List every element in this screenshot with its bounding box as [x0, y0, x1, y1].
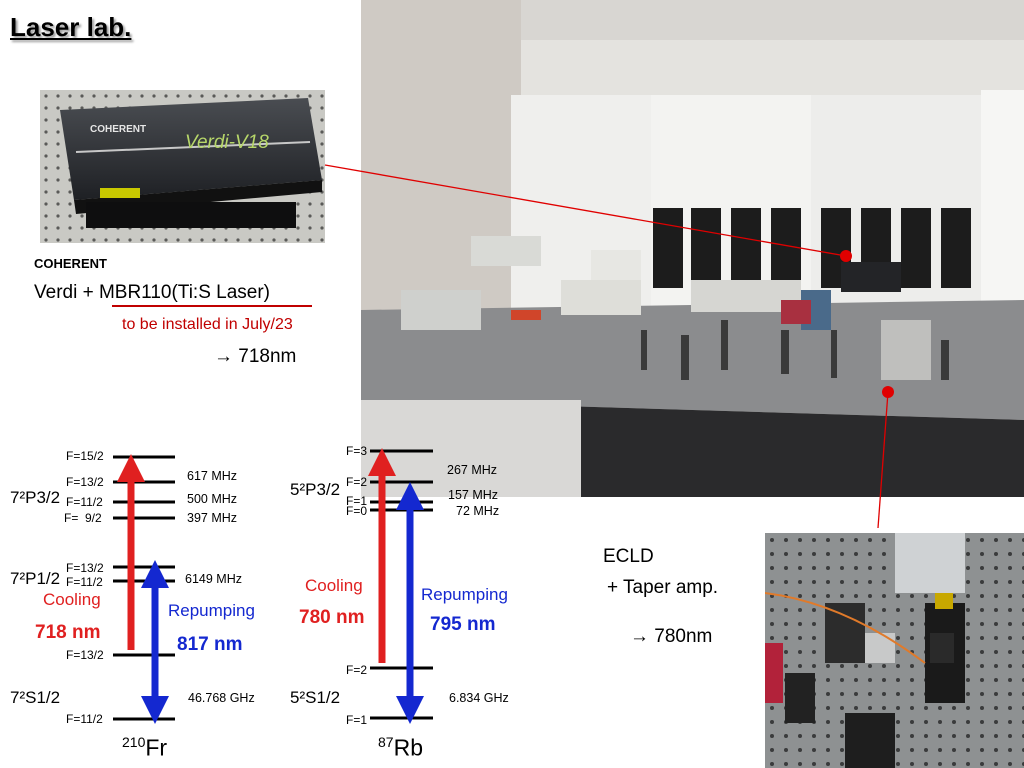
rb-level-label: F=2	[346, 475, 368, 489]
fr-state-p32: 7²P3/2	[10, 488, 61, 507]
laser-wavelength: → 718nm	[214, 346, 297, 367]
fr-level-label: F=13/2	[66, 648, 104, 662]
rb-splitting-label: 6.834 GHz	[449, 691, 509, 705]
ecld-photo	[765, 533, 1024, 768]
rb-level-label: F=2	[346, 663, 368, 677]
rb-mass-number: 87	[378, 734, 394, 750]
fr-state-s12: 7²S1/2	[10, 688, 61, 707]
rb-level-label: F=1	[346, 494, 368, 508]
rb-level-label: F=1	[346, 713, 368, 727]
fr-splitting-label: 397 MHz	[187, 511, 238, 525]
install-note: to be installed in July/23	[122, 316, 293, 333]
rb-level-label: F=0	[346, 504, 368, 518]
fr-level-label: F=11/2	[66, 575, 103, 589]
laser-system-label: Verdi + MBR110(Ti:S Laser)	[34, 282, 271, 303]
rb-cooling-wavelength: 780 nm	[299, 607, 365, 628]
verdi-model-text: Verdi-V18	[185, 132, 269, 153]
verdi-laser-photo: COHERENT Verdi-V18	[40, 90, 325, 243]
rb-repump-wavelength: 795 nm	[430, 614, 496, 635]
rb-level-label: F=3	[346, 444, 368, 458]
fr-repump-label: Repumping	[168, 601, 255, 620]
fr-splitting-label: 6149 MHz	[185, 572, 242, 586]
taper-amp-label: + Taper amp.	[607, 577, 719, 598]
rb-repump-label: Repumping	[421, 585, 508, 604]
fr-splitting-label: 617 MHz	[187, 469, 238, 483]
laser-maker-label: COHERENT	[34, 256, 107, 271]
rb-isotope-label: 87Rb	[378, 734, 423, 762]
fr-cooling-wavelength: 718 nm	[35, 622, 101, 643]
fr-level-label: F=15/2	[66, 449, 104, 463]
rb-state-p32: 5²P3/2	[290, 480, 341, 499]
fr-cooling-label: Cooling	[43, 590, 101, 609]
fr-state-p12: 7²P1/2	[10, 569, 61, 588]
fr-level-label: F=11/2	[66, 495, 103, 509]
lab-table-photo	[361, 0, 1024, 497]
rb-state-s12: 5²S1/2	[290, 688, 341, 707]
fr-level-label: F=13/2	[66, 475, 104, 489]
rb-element: Rb	[393, 734, 423, 761]
fr-level-lines	[113, 455, 175, 721]
rb-cooling-label: Cooling	[305, 576, 363, 595]
fr-splitting-label: 46.768 GHz	[188, 691, 255, 705]
ecld-label: ECLD	[603, 546, 654, 567]
fr-repump-wavelength: 817 nm	[177, 634, 243, 655]
rb-splitting-label: 72 MHz	[456, 504, 500, 518]
laser-system-underline	[112, 305, 312, 308]
verdi-brand-text: COHERENT	[90, 124, 146, 135]
fr-splitting-label: 500 MHz	[187, 492, 238, 506]
fr-level-label: F=13/2	[66, 561, 104, 575]
rb-splitting-label: 267 MHz	[447, 463, 498, 477]
fr-mass-number: 210	[122, 734, 146, 750]
ecld-wavelength: → 780nm	[630, 626, 713, 647]
fr-isotope-label: 210Fr	[122, 734, 167, 762]
fr-element: Fr	[145, 734, 168, 761]
fr-level-label: F= 9/2	[64, 511, 102, 525]
rb-splitting-label: 157 MHz	[448, 488, 499, 502]
page-title: Laser lab.	[10, 12, 132, 42]
fr-level-label: F=11/2	[66, 712, 103, 726]
